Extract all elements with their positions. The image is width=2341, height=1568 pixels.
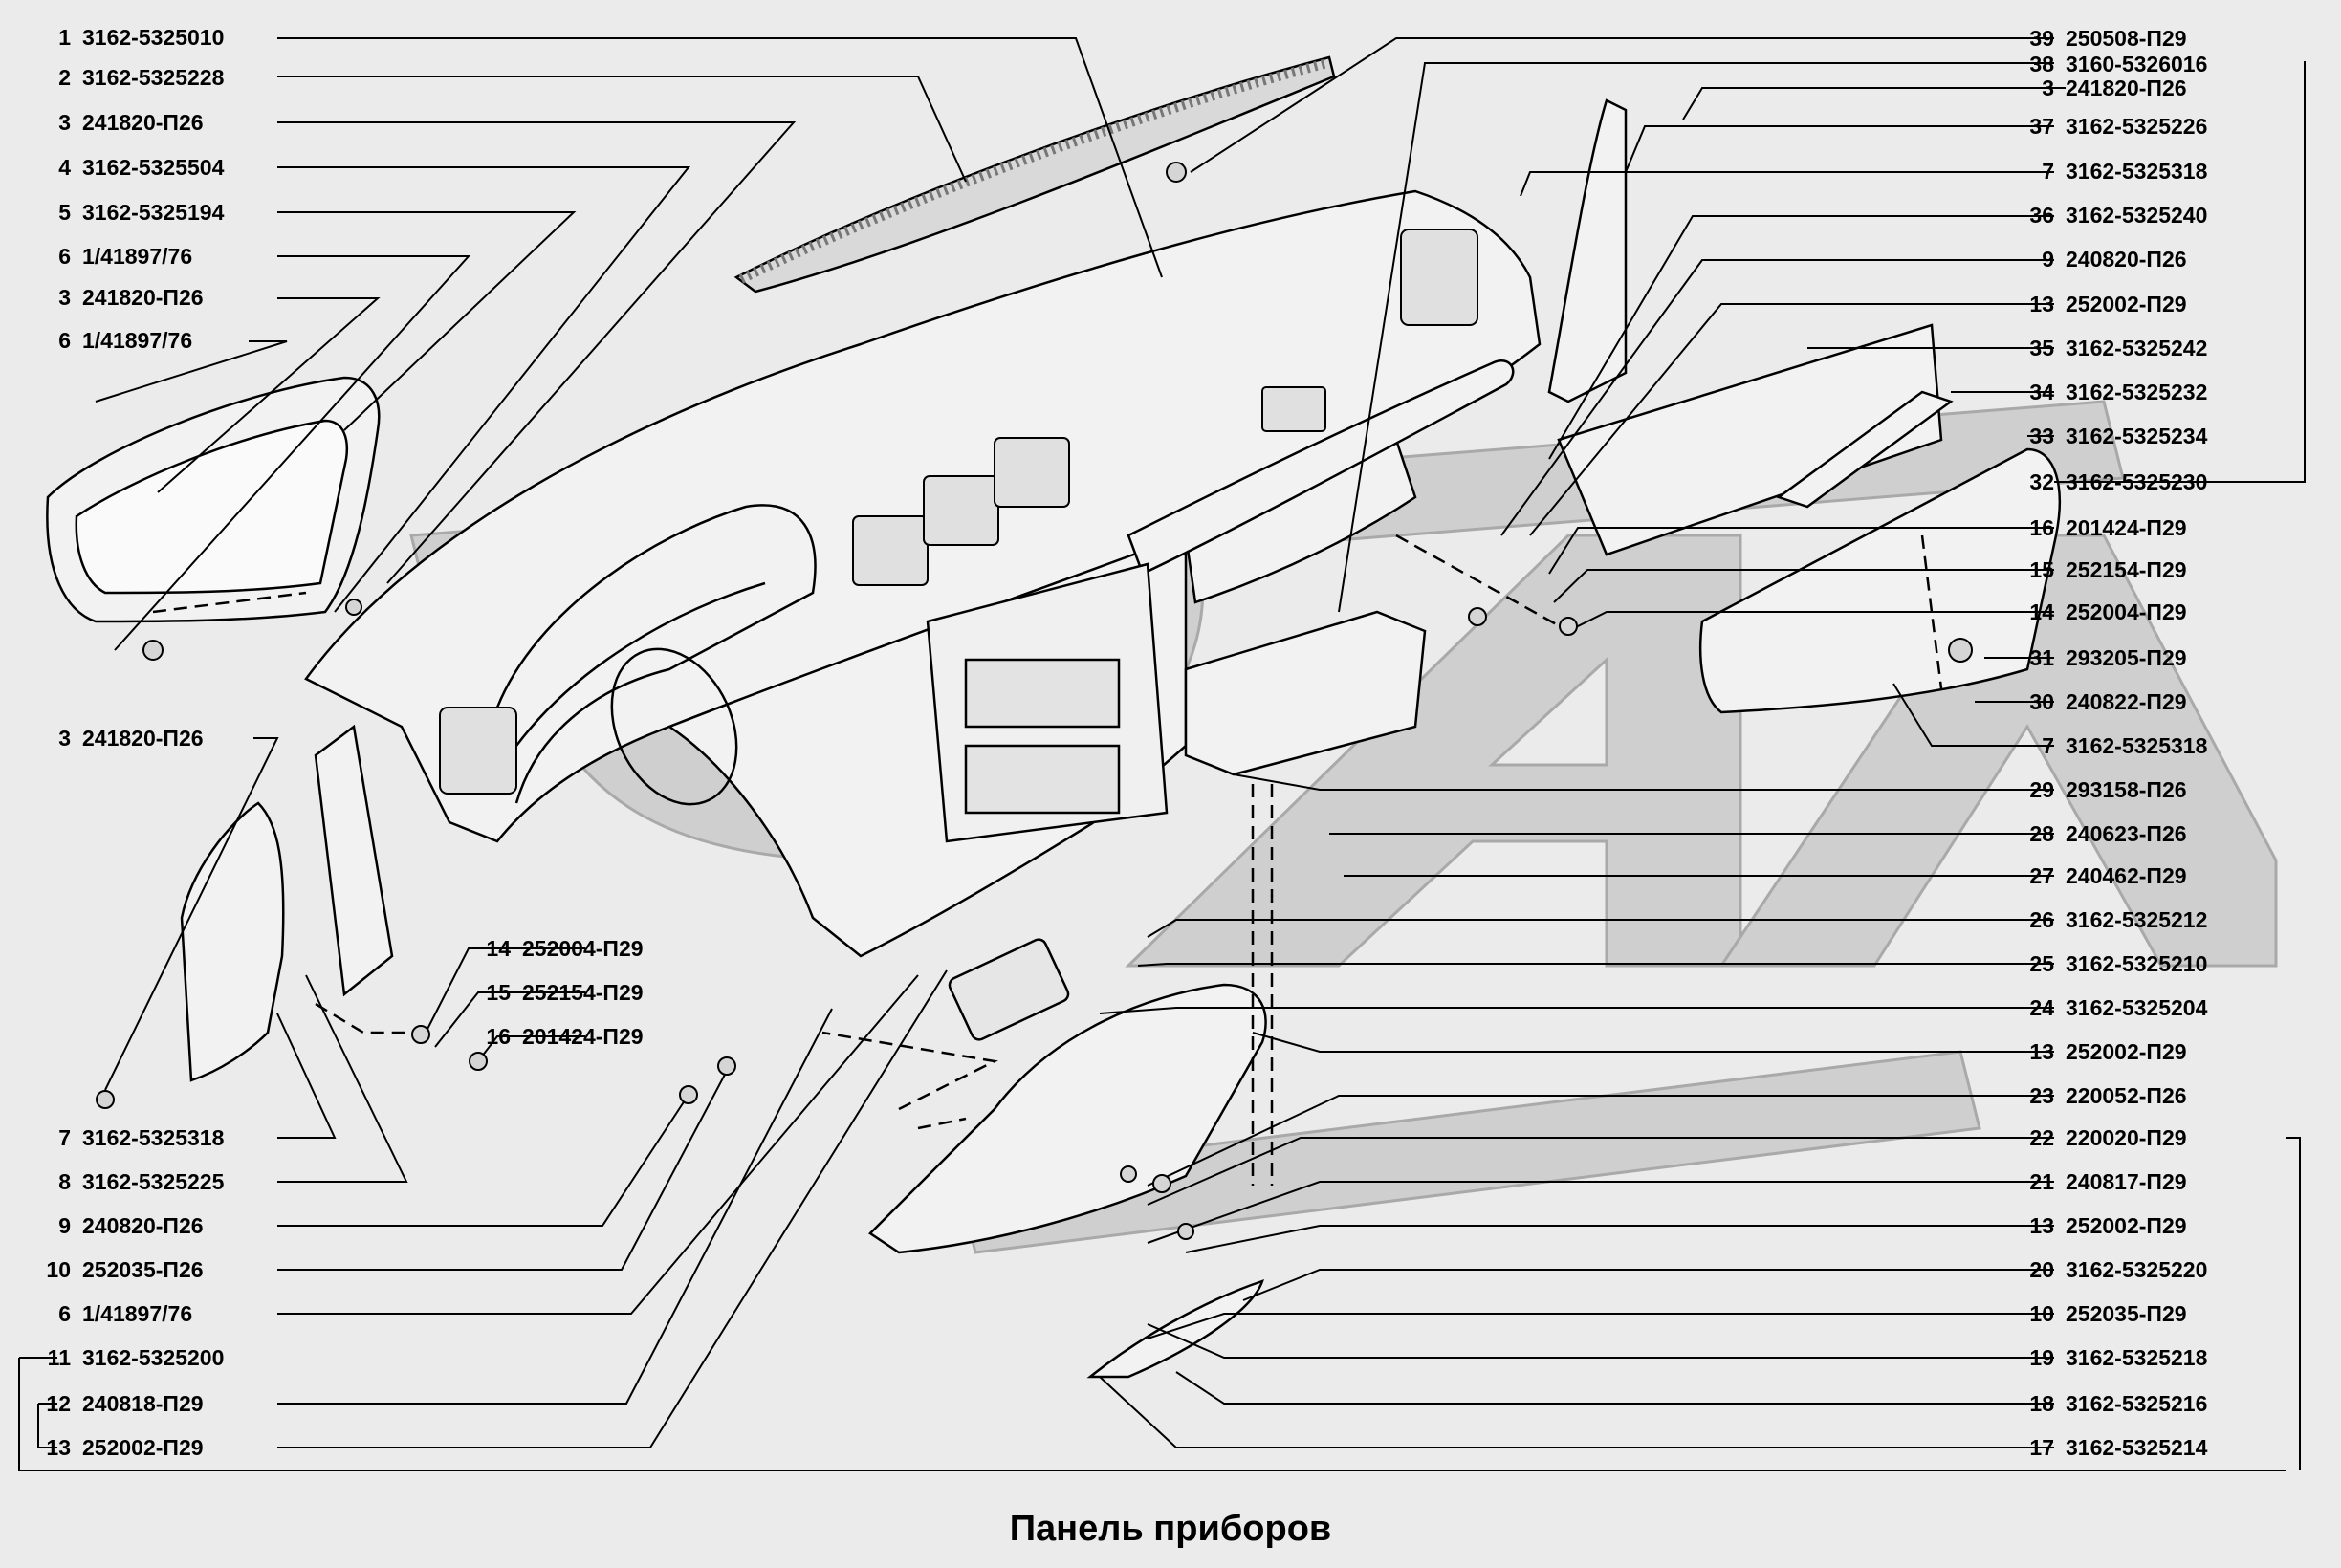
leader-lines-right bbox=[1099, 37, 2306, 1470]
center-console bbox=[926, 562, 1169, 843]
leader-lines-left bbox=[18, 37, 2286, 1471]
lower-knee-panel bbox=[868, 938, 1267, 1254]
gauge-cluster bbox=[46, 376, 381, 623]
left-side-panel bbox=[180, 724, 394, 1082]
dashed-assembly-lines bbox=[152, 534, 1943, 1186]
air-vents bbox=[439, 229, 1478, 795]
defrost-grille bbox=[733, 55, 1336, 294]
diagram-title: Панель приборов bbox=[1009, 1509, 1332, 1549]
instrument-cluster-hood bbox=[495, 504, 817, 806]
right-trim-piece bbox=[1547, 98, 1628, 403]
storage-bin bbox=[1184, 610, 1427, 776]
fasteners bbox=[96, 162, 1973, 1240]
